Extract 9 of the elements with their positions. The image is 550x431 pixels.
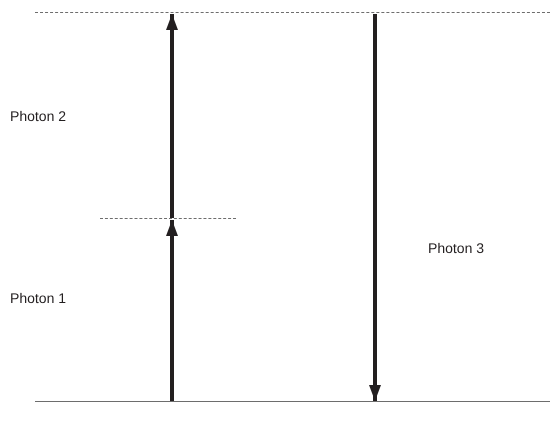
arrow xyxy=(166,220,178,401)
energy-level-line xyxy=(35,12,550,14)
energy-level-line xyxy=(100,218,236,220)
photon-label: Photon 1 xyxy=(10,289,66,308)
energy-level-line xyxy=(35,401,550,403)
arrow xyxy=(166,14,178,218)
photon-label: Photon 2 xyxy=(10,107,66,126)
photon-label: Photon 3 xyxy=(428,239,484,258)
arrow xyxy=(369,14,381,401)
